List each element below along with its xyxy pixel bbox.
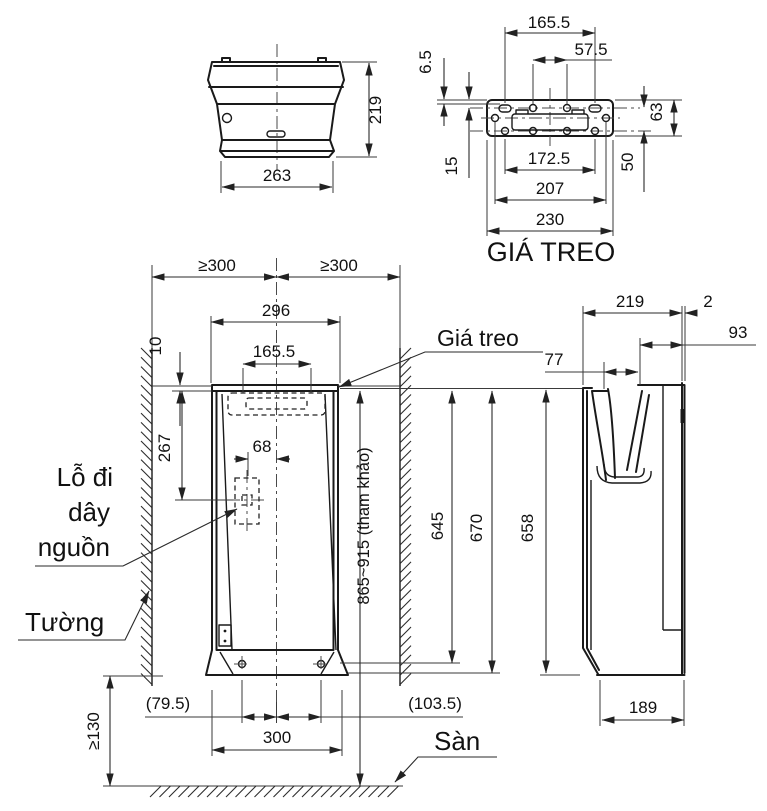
- dim-658: 658: [518, 514, 537, 542]
- dim-296: 296: [262, 301, 290, 320]
- top-view: 263 219: [207, 44, 385, 193]
- dim-645: 645: [428, 512, 447, 540]
- label-floor: Sàn: [434, 726, 480, 756]
- bracket-view: 165.5 57.5 6.5 15 63 50 172.5 207 230 GI…: [416, 13, 682, 267]
- dim-63: 63: [647, 103, 666, 122]
- dim-6: 6.5: [416, 50, 435, 74]
- front-view: ≥300 ≥300 296 165.5 10 267 68 865~915 (t…: [18, 256, 590, 798]
- dim-207: 207: [536, 179, 564, 198]
- dim-2: 2: [703, 292, 712, 311]
- label-power-hole-line2: dây: [68, 497, 110, 527]
- label-power-hole-line1: Lỗ đi: [57, 462, 113, 492]
- dim-57: 57.5: [574, 40, 607, 59]
- bracket-title: GIÁ TREO: [487, 237, 616, 267]
- label-bracket-callout: Giá treo: [437, 325, 519, 351]
- label-wall: Tường: [25, 607, 104, 637]
- dim-219-top: 219: [366, 96, 385, 124]
- side-view: 219 2 93 77 658 189: [518, 292, 756, 726]
- dim-clearance-left: ≥300: [198, 256, 236, 275]
- dim-clearance-right: ≥300: [320, 256, 358, 275]
- dim-263: 263: [263, 166, 291, 185]
- dim-670: 670: [467, 514, 486, 542]
- dim-50: 50: [618, 153, 637, 172]
- dim-189: 189: [629, 698, 657, 717]
- dim-172: 172.5: [528, 149, 571, 168]
- dim-68: 68: [253, 437, 272, 456]
- label-power-hole-line3: nguồn: [38, 532, 110, 562]
- dim-79-5: (79.5): [146, 694, 190, 713]
- dim-165-bracket: 165.5: [528, 13, 571, 32]
- dim-865-915: 865~915 (tham khảo): [355, 447, 373, 604]
- dim-230: 230: [536, 210, 564, 229]
- power-cable-hole: [234, 477, 260, 525]
- sensor-window: [680, 409, 685, 423]
- right-wall-hatch: [399, 347, 412, 685]
- dim-267: 267: [155, 434, 174, 462]
- floor-hatch: [149, 785, 399, 798]
- dim-219-side: 219: [616, 292, 644, 311]
- dim-77: 77: [545, 350, 564, 369]
- dim-10: 10: [146, 337, 165, 356]
- dim-130: ≥130: [84, 712, 103, 750]
- dim-103-5: (103.5): [408, 694, 462, 713]
- dim-300: 300: [263, 728, 291, 747]
- dim-93: 93: [729, 323, 748, 342]
- left-wall-hatch: [140, 347, 153, 685]
- dim-165-front: 165.5: [253, 342, 296, 361]
- dim-15: 15: [442, 157, 461, 176]
